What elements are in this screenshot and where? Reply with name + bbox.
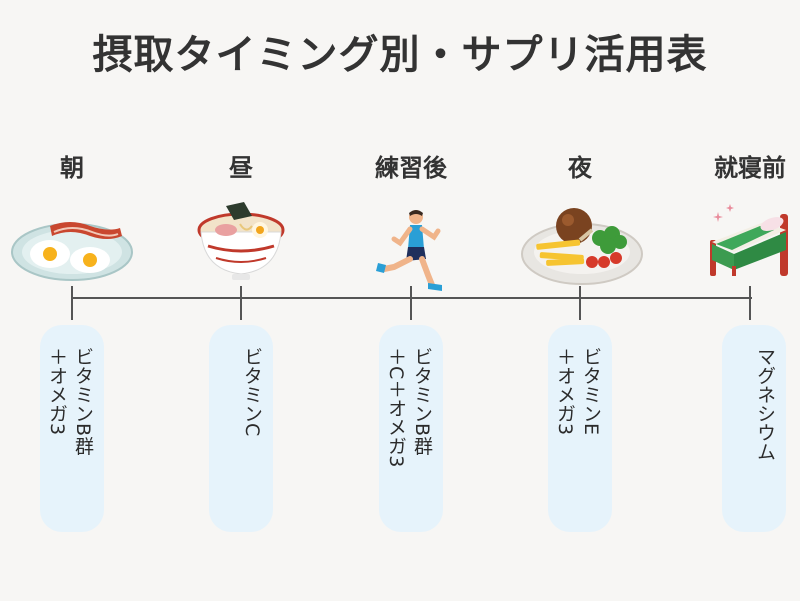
timeline-tick <box>749 286 751 320</box>
supplement-card-morning: ビタミンB群 ＋オメガ3 <box>40 325 104 532</box>
timeline-line <box>72 297 752 299</box>
bed-icon <box>710 204 788 276</box>
dinner-plate-icon <box>521 208 643 285</box>
supplement-card-after-practice: ビタミンB群 ＋C＋オメガ3 <box>379 325 443 532</box>
timeline-tick <box>410 286 412 320</box>
supplement-text: ビタミンE ＋オメガ3 <box>554 347 602 436</box>
time-label-before-bed: 就寝前 <box>714 154 786 182</box>
breakfast-plate-icon <box>11 222 133 281</box>
timeline-tick <box>240 286 242 320</box>
timeline-tick <box>579 286 581 320</box>
timeline-tick <box>71 286 73 320</box>
ramen-bowl-icon <box>197 202 285 280</box>
runner-icon <box>376 210 442 291</box>
supplement-text: ビタミンC <box>241 347 263 437</box>
page-title: 摂取タイミング別・サプリ活用表 <box>92 32 708 78</box>
supplement-card-before-bed: マグネシウム <box>722 325 786 532</box>
supplement-text: マグネシウム <box>754 347 776 461</box>
supplement-card-noon: ビタミンC <box>209 325 273 532</box>
supplement-text: ビタミンB群 ＋C＋オメガ3 <box>385 347 433 468</box>
supplement-card-night: ビタミンE ＋オメガ3 <box>548 325 612 532</box>
time-label-noon: 昼 <box>229 154 253 182</box>
time-label-after-practice: 練習後 <box>375 154 447 182</box>
supplement-text: ビタミンB群 ＋オメガ3 <box>46 347 94 456</box>
time-label-night: 夜 <box>568 154 592 182</box>
time-label-morning: 朝 <box>60 154 84 182</box>
